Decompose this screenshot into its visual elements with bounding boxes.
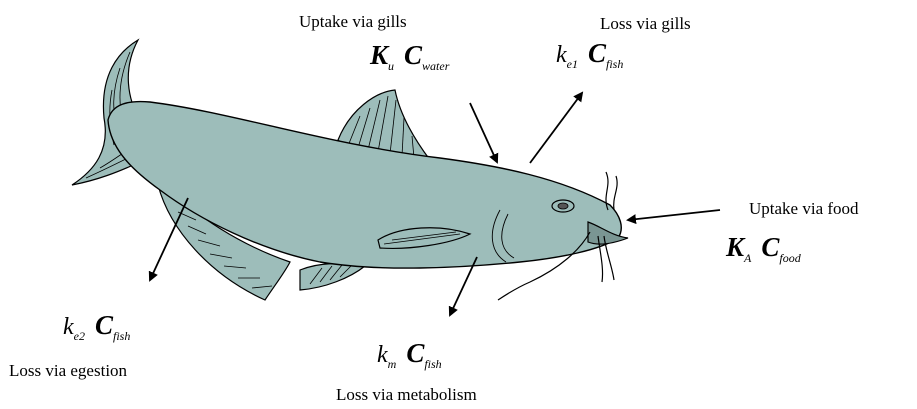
eq-loss-egestion-c: C <box>95 310 113 340</box>
eq-loss-gills-k-sub: e1 <box>567 57 578 71</box>
eq-loss-gills-k: k <box>556 42 567 68</box>
equation-loss-egestion: ke2 Cfish <box>63 312 130 342</box>
eq-uptake-food-c-sub: food <box>779 251 800 265</box>
equation-loss-gills: ke1 Cfish <box>556 40 623 70</box>
eq-loss-metabolism-k-sub: m <box>388 357 397 371</box>
label-loss-gills: Loss via gills <box>600 15 691 32</box>
arrow-uptake-food <box>628 210 720 220</box>
label-loss-egestion: Loss via egestion <box>9 362 127 379</box>
eq-uptake-food-c: C <box>761 232 779 262</box>
label-loss-metabolism: Loss via metabolism <box>336 386 477 403</box>
eq-uptake-gills-k-sub: u <box>388 59 394 73</box>
eq-uptake-gills-c: C <box>404 40 422 70</box>
eq-loss-egestion-k: k <box>63 314 74 340</box>
arrow-uptake-gills <box>470 103 497 162</box>
eq-uptake-gills-c-sub: water <box>422 59 449 73</box>
eq-loss-metabolism-c-sub: fish <box>424 357 441 371</box>
eq-uptake-food-k-sub: A <box>744 251 751 265</box>
arrow-loss-gills <box>530 93 582 163</box>
eq-uptake-gills-k: K <box>370 40 388 70</box>
eq-loss-egestion-k-sub: e2 <box>74 329 85 343</box>
label-uptake-gills: Uptake via gills <box>299 13 407 30</box>
eq-uptake-food-k: K <box>726 232 744 262</box>
eq-loss-gills-c: C <box>588 38 606 68</box>
eq-loss-metabolism-c: C <box>406 338 424 368</box>
eye-pupil <box>558 203 568 209</box>
label-uptake-food: Uptake via food <box>749 200 859 217</box>
eq-loss-egestion-c-sub: fish <box>113 329 130 343</box>
eq-loss-gills-c-sub: fish <box>606 57 623 71</box>
eq-loss-metabolism-k: k <box>377 342 388 368</box>
